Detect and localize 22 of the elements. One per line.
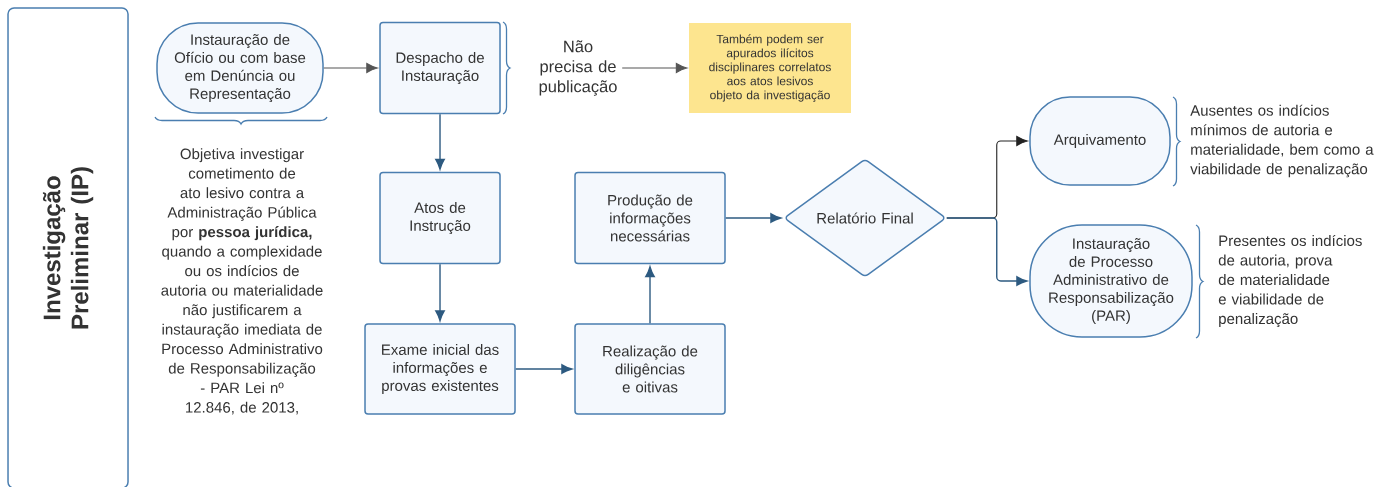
process-box: Exame inicial das informações e provas existentes bbox=[364, 323, 516, 415]
arrow bbox=[323, 62, 378, 74]
arrow bbox=[946, 217, 1028, 286]
description-text: Presentes os indícios de autoria, prova de materialidade e viabilidade de penalização bbox=[1218, 234, 1362, 328]
sticky-note: Também podem ser apurados ilícitos disciplinares correlatos aos atos lesivos objeto da investigação bbox=[689, 23, 851, 113]
arrow bbox=[645, 266, 655, 324]
description-text: Ausentes os indícios mínimos de autoria e materialidade, bem como a viabilidade de penalização bbox=[1190, 104, 1374, 178]
process-box: Atos de Instrução bbox=[379, 171, 501, 265]
arrow bbox=[621, 62, 688, 74]
description-text: Objetiva investigar cometimento de ato lesivo contra a Administração Pública por pessoa jurídica, quando a complexidade ou os indícios de autoria ou materialidade não justificarem a instauração imediata de Processo Administrativo de Responsabilização - PAR Lei nº 12.846, de 2013, bbox=[161, 148, 323, 415]
arrow bbox=[435, 113, 445, 170]
arrow bbox=[435, 263, 445, 322]
process-box: Produção de informações necessárias bbox=[574, 171, 726, 265]
start-terminal: Instauração de Ofício ou com base em Denúncia ou Representação bbox=[156, 22, 324, 114]
process-box: Despacho de Instauração bbox=[379, 21, 501, 115]
end-terminal: Instauração de Processo Administrativo de Responsabilização (PAR) bbox=[1029, 224, 1193, 338]
arrow bbox=[725, 213, 782, 223]
note-text: Não precisa de publicação bbox=[539, 40, 617, 96]
end-terminal: Arquivamento bbox=[1029, 96, 1171, 186]
section-band: Investigação Preliminar (IP) bbox=[7, 7, 129, 487]
arrow bbox=[515, 364, 573, 374]
process-box: Realização de diligências e oitivas bbox=[574, 323, 726, 415]
